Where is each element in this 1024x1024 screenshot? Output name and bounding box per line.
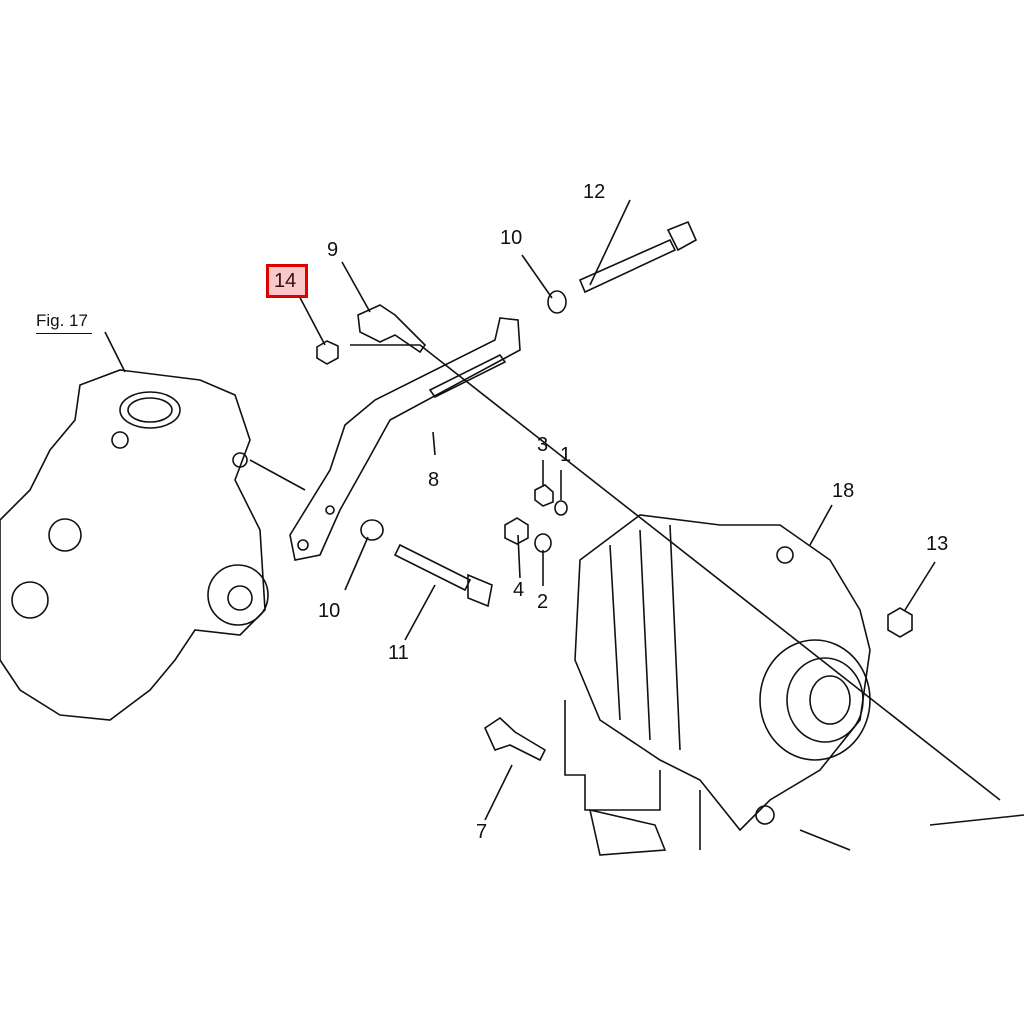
callout-8: 8 <box>428 469 440 491</box>
alternator-drawing <box>574 514 871 832</box>
figure-reference-label: Fig. 17 <box>36 311 92 334</box>
nut-4-drawing <box>504 517 529 545</box>
bolt-11-drawing <box>393 543 493 608</box>
washer-1-drawing <box>554 500 568 516</box>
highlighted-callout-14[interactable]: 14 <box>266 264 308 298</box>
callout-12: 12 <box>583 181 606 203</box>
bolt-7-drawing <box>483 716 547 762</box>
washer-10-top <box>547 290 567 314</box>
callout-10-bottom: 10 <box>318 600 341 622</box>
nut-14-drawing <box>316 340 339 365</box>
water-pump-drawing <box>0 369 269 721</box>
washer-2-drawing <box>534 533 552 553</box>
callout-10-top: 10 <box>500 227 523 249</box>
callout-2: 2 <box>537 591 549 613</box>
callout-9: 9 <box>327 239 339 261</box>
callout-18: 18 <box>832 480 855 502</box>
bracket-drawing <box>289 317 521 561</box>
callout-7: 7 <box>476 821 488 843</box>
callout-13: 13 <box>926 533 949 555</box>
adjust-bolt-9-drawing <box>357 304 427 354</box>
nut-3-drawing <box>534 484 554 507</box>
callout-4: 4 <box>513 579 525 601</box>
callout-1: 1 <box>560 444 572 466</box>
bracket-lower-drawing <box>564 700 1024 856</box>
washer-10-bottom <box>360 519 384 541</box>
leader-lines <box>104 199 1001 821</box>
bolt-12-drawing <box>578 220 698 294</box>
callout-3: 3 <box>537 434 549 456</box>
callout-11: 11 <box>388 642 409 664</box>
nut-13-drawing <box>887 607 913 638</box>
